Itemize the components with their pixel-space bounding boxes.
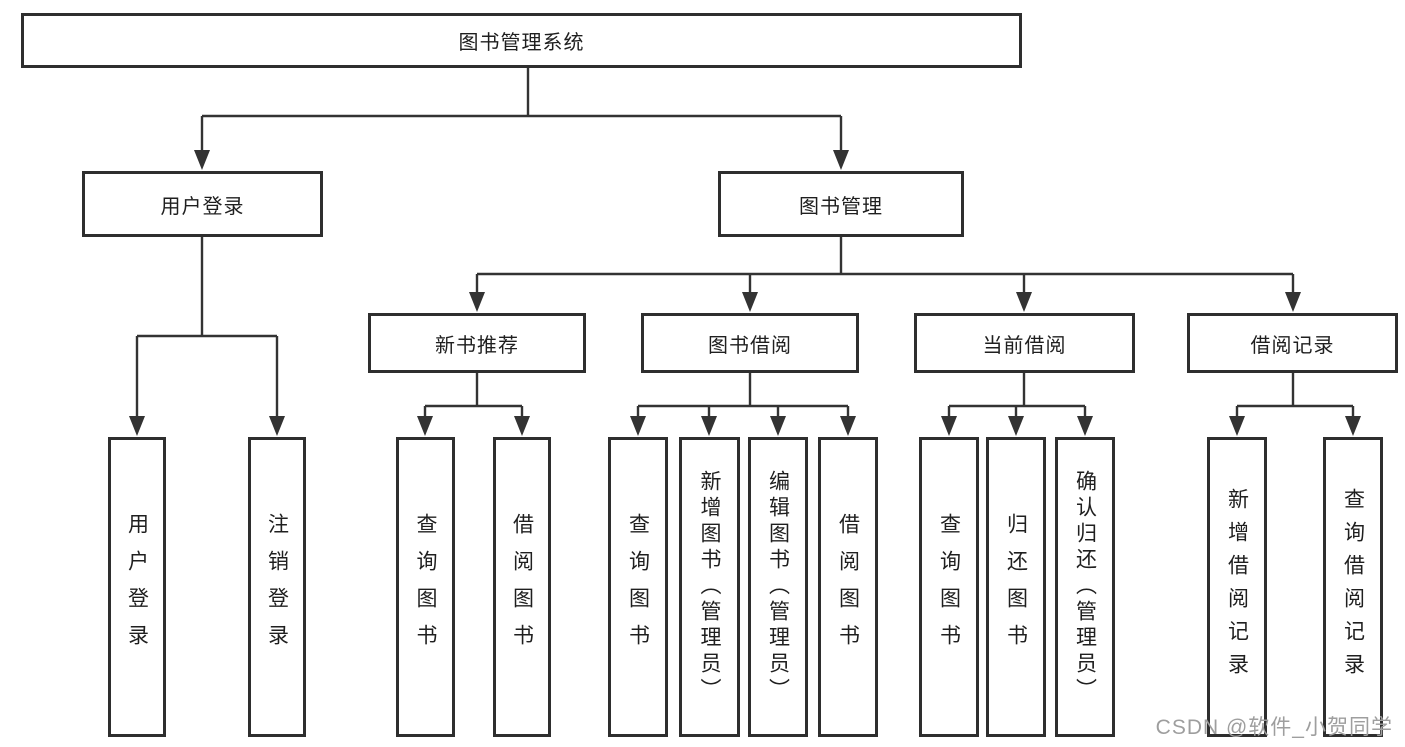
leaf-user-login-label: 用户登录 [125, 513, 149, 661]
csdn-watermark: CSDN @软件_小贺同学 [1155, 716, 1393, 739]
leaf-borrow-books-recommend-label: 借阅图书 [510, 513, 534, 661]
connector-book-borrowing-to-leaves [630, 373, 856, 436]
node-new-book-recommend-label: 新书推荐 [435, 334, 519, 357]
node-current-borrowing-label: 当前借阅 [982, 334, 1067, 357]
leaf-add-borrowing-record-label: 新增借阅记录 [1225, 488, 1249, 686]
leaf-add-books-admin: 新增图书（管理员） [679, 437, 740, 737]
connector-book-management-to-level3 [469, 237, 1301, 312]
leaf-query-books-borrowing: 查询图书 [608, 437, 668, 737]
connector-root-to-level2 [194, 68, 849, 170]
node-borrowing-records: 借阅记录 [1187, 313, 1398, 373]
leaf-query-books-borrowing-label: 查询图书 [626, 513, 650, 661]
leaf-borrow-books-borrowing-label: 借阅图书 [836, 513, 860, 661]
leaf-add-books-admin-label: 新增图书（管理员） [698, 470, 721, 704]
leaf-edit-books-admin: 编辑图书（管理员） [748, 437, 808, 737]
node-new-book-recommend: 新书推荐 [368, 313, 586, 373]
node-current-borrowing: 当前借阅 [914, 313, 1135, 373]
leaf-logout-label: 注销登录 [265, 513, 289, 661]
leaf-query-books-current: 查询图书 [919, 437, 979, 737]
node-book-borrowing: 图书借阅 [641, 313, 859, 373]
node-book-borrowing-label: 图书借阅 [708, 334, 792, 357]
node-book-management-label: 图书管理 [799, 195, 883, 218]
connector-borrowing-records-to-leaves [1229, 373, 1361, 436]
leaf-add-borrowing-record: 新增借阅记录 [1207, 437, 1267, 737]
leaf-user-login: 用户登录 [108, 437, 166, 737]
leaf-confirm-return-admin: 确认归还（管理员） [1055, 437, 1115, 737]
connector-user-login-to-leaves [129, 237, 285, 436]
leaf-logout: 注销登录 [248, 437, 306, 737]
node-root: 图书管理系统 [21, 13, 1022, 68]
leaf-query-borrowing-record: 查询借阅记录 [1323, 437, 1383, 737]
node-book-management: 图书管理 [718, 171, 964, 237]
leaf-query-books-recommend: 查询图书 [396, 437, 455, 737]
leaf-return-books-label: 归还图书 [1004, 513, 1028, 661]
leaf-edit-books-admin-label: 编辑图书（管理员） [766, 470, 790, 704]
leaf-borrow-books-borrowing: 借阅图书 [818, 437, 878, 737]
node-user-login: 用户登录 [82, 171, 323, 237]
leaf-confirm-return-admin-label: 确认归还（管理员） [1073, 470, 1097, 704]
leaf-query-borrowing-record-label: 查询借阅记录 [1341, 488, 1365, 686]
leaf-query-books-current-label: 查询图书 [937, 513, 961, 661]
leaf-query-books-recommend-label: 查询图书 [414, 513, 437, 661]
leaf-return-books: 归还图书 [986, 437, 1046, 737]
node-root-label: 图书管理系统 [458, 32, 585, 54]
connector-current-borrowing-to-leaves [941, 373, 1093, 436]
connector-new-book-recommend-to-leaves [417, 373, 530, 436]
leaf-borrow-books-recommend: 借阅图书 [493, 437, 551, 737]
node-user-login-label: 用户登录 [160, 195, 245, 218]
node-borrowing-records-label: 借阅记录 [1250, 334, 1335, 357]
